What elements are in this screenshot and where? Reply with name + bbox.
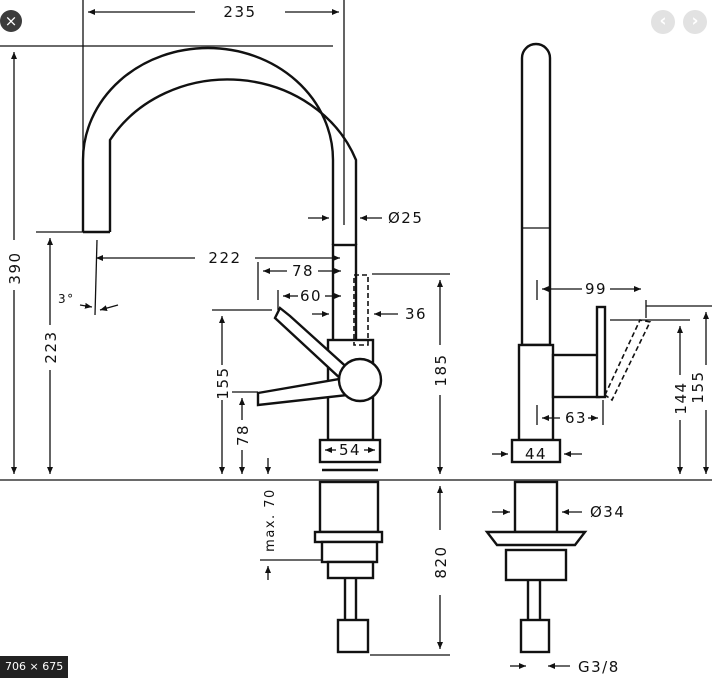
side-hose-connector	[519, 618, 551, 654]
mount-plate	[313, 530, 384, 544]
close-icon[interactable]: ×	[0, 10, 22, 32]
dim-36: 36	[405, 305, 427, 323]
dim-78-top: 78	[292, 262, 314, 280]
dim-78-left: 78	[234, 424, 252, 446]
side-lever-alt	[603, 319, 652, 402]
dim-60: 60	[300, 287, 322, 305]
dim-max-70: max. 70	[263, 488, 278, 552]
side-lever-housing	[551, 353, 601, 399]
dim-54: 54	[339, 441, 361, 459]
dim-diameter-34: Ø34	[590, 503, 625, 521]
lever-knob	[337, 357, 383, 403]
prev-arrow-icon[interactable]: ‹	[651, 10, 675, 34]
handle-alt-position	[353, 274, 369, 346]
side-spout	[520, 42, 552, 347]
dim-223: 223	[42, 330, 60, 363]
next-arrow-icon[interactable]: ›	[683, 10, 707, 34]
dim-144: 144	[672, 381, 690, 414]
dim-diameter-25: Ø25	[388, 209, 423, 227]
side-view: 99 63 44 144 155 Ø34 G3/8	[470, 42, 712, 676]
dim-63: 63	[565, 409, 587, 427]
dim-thread-g38: G3/8	[578, 658, 620, 676]
dim-185: 185	[432, 353, 450, 386]
dim-155-left: 155	[214, 366, 232, 399]
dim-3-degree: 3°	[58, 292, 75, 306]
dim-235: 235	[223, 3, 256, 21]
mount-nut	[320, 540, 379, 564]
front-view: 235 222 78 60 Ø25 36 390 223	[0, 0, 470, 656]
side-body	[517, 343, 555, 442]
image-size-badge: 706 × 675	[0, 656, 69, 678]
dim-222: 222	[208, 249, 241, 267]
mount-thread	[326, 560, 375, 580]
shank-upper	[318, 480, 380, 534]
dim-390: 390	[6, 251, 24, 284]
dim-820: 820	[432, 545, 450, 578]
hose-connector	[336, 618, 370, 654]
side-lever	[595, 305, 607, 399]
spout-outer	[81, 46, 335, 245]
side-shank	[513, 480, 559, 534]
dim-99: 99	[585, 280, 607, 298]
side-mount-plate	[484, 530, 588, 547]
dim-44: 44	[525, 445, 547, 463]
side-mount-nut	[504, 548, 568, 582]
body-column	[331, 243, 358, 347]
spout-inner	[108, 78, 358, 245]
side-base-ring	[510, 438, 562, 464]
dim-155-right: 155	[689, 370, 707, 403]
